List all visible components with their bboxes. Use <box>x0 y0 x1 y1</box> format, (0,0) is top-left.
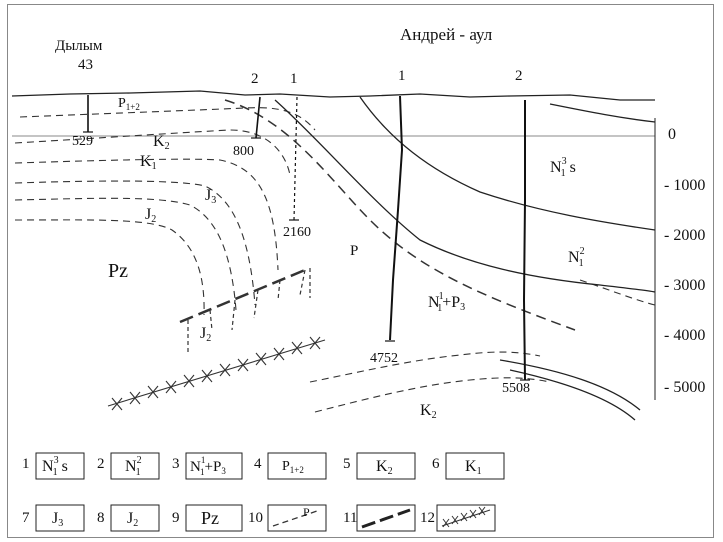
svg-text:6: 6 <box>432 456 440 472</box>
svg-text:P1+2: P1+2 <box>282 459 304 475</box>
well-1-left-label: 1 <box>290 71 298 87</box>
depth-800: 800 <box>233 144 254 159</box>
well-1-left <box>294 97 297 220</box>
svg-text:3: 3 <box>172 456 180 472</box>
svg-text:12: 12 <box>420 510 435 526</box>
stratum-pz-label: Pz <box>108 260 128 282</box>
boundary-n13s-top <box>550 104 655 122</box>
boundary-p-horizon <box>225 100 575 330</box>
depth-5508: 5508 <box>502 381 530 396</box>
svg-text:N31 s: N31 s <box>42 455 68 478</box>
svg-text:K2: K2 <box>376 458 393 477</box>
svg-text:7: 7 <box>22 510 30 526</box>
basement-cross-line <box>108 337 325 410</box>
depth-529: 529 <box>72 134 93 149</box>
fault-tick-3 <box>278 280 280 300</box>
stratum-j2-lower-label: J2 <box>200 325 211 344</box>
svg-text:2: 2 <box>97 456 105 472</box>
fault-tick-6 <box>210 310 212 330</box>
fault-line-main <box>180 270 305 322</box>
well-2-right <box>524 100 525 380</box>
place-andrey-aul: Андрей - аул <box>400 25 493 44</box>
stratum-j3-label: J3 <box>205 187 216 206</box>
svg-text:11: 11 <box>343 510 357 526</box>
solid-boundaries <box>275 97 655 420</box>
fault-tick-5 <box>232 300 235 330</box>
place-dylym: Дылым <box>55 38 103 54</box>
legend-item-4: 4 P1+2 <box>254 453 326 479</box>
stratigraphic-boundaries <box>15 100 655 412</box>
legend-row-2: 7 J3 8 J2 9 Pz 10 P 11 12 <box>22 505 495 531</box>
well-2-right-label: 2 <box>515 68 523 84</box>
stratum-p12-label: P1+2 <box>118 96 140 112</box>
stratum-k2-right-label: K2 <box>420 402 437 421</box>
depth-tick-2000: - 2000 <box>664 227 705 244</box>
boundary-j3-base <box>15 181 255 305</box>
depth-tick-4000: - 4000 <box>664 327 705 344</box>
svg-text:1: 1 <box>22 456 30 472</box>
stratum-j2-label: J2 <box>145 206 156 225</box>
svg-text:P: P <box>303 505 310 519</box>
svg-text:8: 8 <box>97 510 105 526</box>
svg-text:N11+P3: N11+P3 <box>190 455 226 477</box>
depth-tick-5000: - 5000 <box>664 379 705 396</box>
svg-text:10: 10 <box>248 510 263 526</box>
depth-tick-3000: - 3000 <box>664 277 705 294</box>
legend-item-9: 9 Pz <box>172 505 242 531</box>
well-43-label: 43 <box>78 57 93 73</box>
stratum-p-label: P <box>350 243 358 259</box>
legend-item-8: 8 J2 <box>97 505 159 531</box>
legend-item-11: 11 <box>343 505 415 531</box>
boundary-n1p3-top <box>275 100 655 292</box>
svg-text:J3: J3 <box>52 510 63 529</box>
well-1-right <box>390 96 402 340</box>
fault-tick-1 <box>300 270 305 295</box>
depth-4752: 4752 <box>370 351 398 366</box>
legend-item-10: 10 P <box>248 505 326 531</box>
stratum-k1-label: K1 <box>140 153 157 172</box>
svg-text:Pz: Pz <box>201 508 219 528</box>
depth-tick-0: 0 <box>668 126 676 143</box>
boundary-p12-base <box>20 108 315 130</box>
svg-text:K1: K1 <box>465 458 482 477</box>
depth-tick-1000: - 1000 <box>664 177 705 194</box>
legend-item-7: 7 J3 <box>22 505 84 531</box>
legend-item-12: 12 <box>420 505 495 531</box>
cross-line-axis <box>108 340 325 406</box>
boundary-n12-top <box>360 97 655 230</box>
boundary-j3-inner <box>15 198 236 310</box>
depth-2160: 2160 <box>283 225 311 240</box>
svg-text:4: 4 <box>254 456 262 472</box>
ground-surface-line <box>12 91 655 100</box>
svg-text:J2: J2 <box>127 510 138 529</box>
legend-item-5: 5 K2 <box>343 453 415 479</box>
svg-text:N21: N21 <box>125 455 142 478</box>
well-2-left-label: 2 <box>251 71 259 87</box>
well-2-left <box>256 97 260 138</box>
svg-text:5: 5 <box>343 456 351 472</box>
well-1-right-label: 1 <box>398 68 406 84</box>
svg-text:9: 9 <box>172 510 180 526</box>
legend-item-6: 6 K1 <box>432 453 504 479</box>
